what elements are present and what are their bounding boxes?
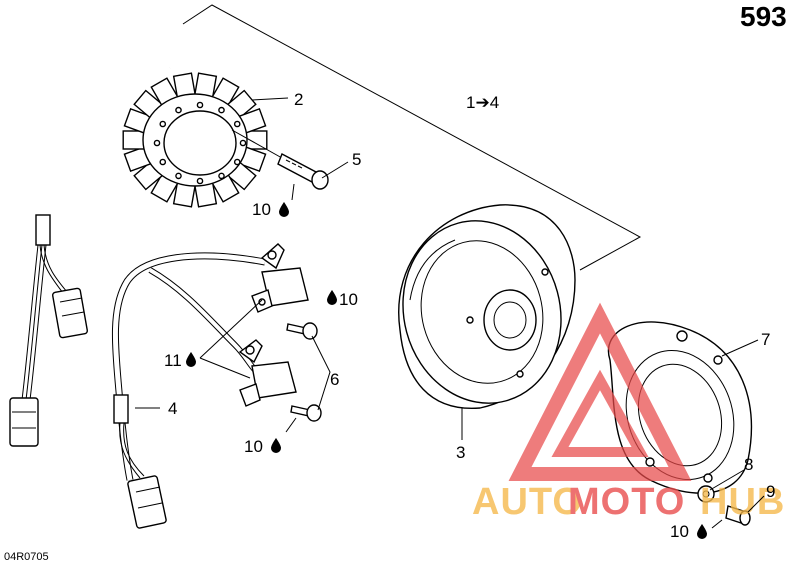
- label-stator: 2: [294, 90, 303, 109]
- leader-lines: [135, 97, 765, 529]
- label-screw-stator: 5: [352, 150, 361, 169]
- loctite-drop-icon: [186, 352, 196, 367]
- stator-screw: [231, 129, 329, 190]
- loctite-drop-icon: [271, 438, 281, 453]
- label-pickup-loctite: 11: [164, 351, 182, 370]
- loctite-drop-icon: [697, 524, 707, 539]
- watermark-text-auto: AUTO: [472, 481, 583, 523]
- label-plug: 9: [766, 482, 775, 501]
- label-torque-plug: 10: [670, 522, 689, 541]
- connector-top: [51, 287, 89, 339]
- stator-mounting-holes: [153, 101, 247, 185]
- stator-bore: [163, 110, 237, 176]
- label-assembly-range: 1➔4: [466, 93, 499, 112]
- stator-hole: [175, 172, 182, 180]
- watermark-text-moto: MOTO: [568, 481, 685, 523]
- connector-left: [9, 397, 39, 447]
- stator-hole: [159, 158, 167, 166]
- watermark-text: AUTO MOTO HUB: [472, 481, 784, 523]
- assembly-bracket: [182, 4, 642, 271]
- stator-hole: [159, 120, 167, 128]
- pickup-sensor-top: [251, 243, 309, 313]
- watermark-logo: [508, 302, 692, 481]
- stator-hole: [196, 101, 204, 109]
- label-rotor: 3: [456, 443, 465, 462]
- pickup-harness: [111, 252, 266, 529]
- label-torque-pickup-screw-top: 10: [339, 290, 358, 309]
- label-washer: 8: [744, 455, 753, 474]
- stator-hole: [175, 106, 182, 114]
- stator-hole: [218, 106, 225, 114]
- loctite-drop-icon: [327, 290, 337, 305]
- stator-hole: [196, 177, 204, 185]
- stator-part: [122, 72, 268, 208]
- stator-harness: [9, 65, 171, 447]
- label-torque-stator-screw: 10: [252, 200, 271, 219]
- stator-hole: [233, 120, 241, 128]
- harness-sleeve: [35, 214, 51, 246]
- label-harness: 4: [168, 399, 177, 418]
- plug-part: [725, 505, 751, 526]
- pickup-sensor-bottom: [238, 339, 297, 407]
- stator-hole: [233, 158, 241, 166]
- stator-hole: [153, 139, 161, 147]
- reference-code: 04R0705: [4, 551, 49, 563]
- rotor-flywheel: [398, 204, 576, 409]
- connector-bottom: [127, 475, 167, 529]
- harness-sleeve: [113, 394, 129, 424]
- label-screw-pickup: 6: [330, 370, 339, 389]
- stator-hole: [218, 172, 225, 180]
- pickup-screw-top: [286, 322, 318, 340]
- page-number: 593: [740, 1, 787, 32]
- stator-hole: [239, 139, 247, 147]
- loctite-drop-icon: [279, 202, 289, 217]
- label-cover: 7: [761, 330, 770, 349]
- pickup-screw-bottom: [290, 404, 322, 422]
- label-torque-pickup-screw-bottom: 10: [244, 437, 263, 456]
